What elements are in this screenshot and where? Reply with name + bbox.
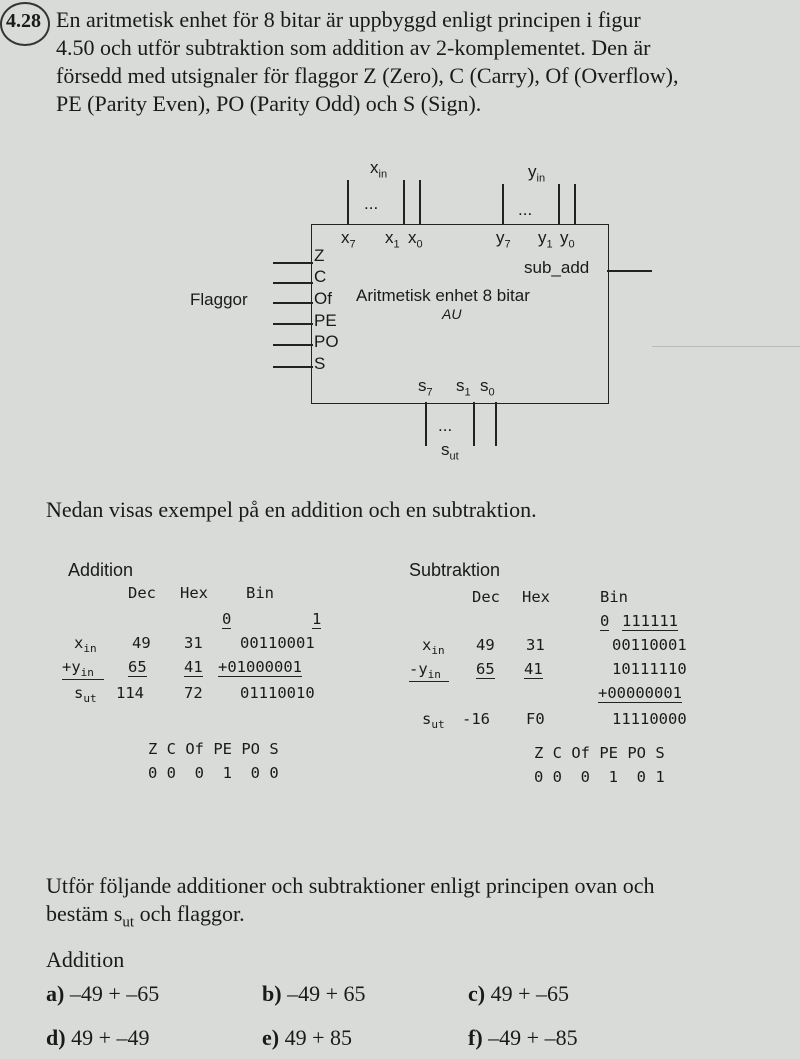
sub-x-dec: 49 [476,636,495,654]
au-title: Aritmetisk enhet 8 bitar [356,286,530,305]
sub-y-hex: 41 [524,660,543,679]
sub-s-hex: F0 [526,710,545,728]
sub-add-label: sub_add [524,258,590,277]
add-y-bin: +01000001 [218,658,302,677]
exercise-b: b) –49 + 65 [262,981,366,1006]
add-col-dec: Dec [128,584,156,602]
y-in-label: yin [528,162,546,185]
pin-s1: s1 [456,376,471,399]
sub-s-bin: 11110000 [612,710,687,728]
problem-line-2: 4.50 och utför subtraktion som addition … [56,35,651,60]
flag-s: S [314,354,326,373]
add-y-hex: 41 [184,658,203,677]
problem-number: 4.28 [6,10,41,32]
pin-s0: s0 [480,376,495,399]
sub-carry-0: 0 [600,612,610,631]
flag-c: C [314,267,327,286]
flag-z: Z [314,246,325,265]
s-dots: ... [438,416,453,435]
sub-x-bin: 00110001 [612,636,687,654]
exercise-d: d) 49 + –49 [46,1025,150,1050]
exercise-a: a) –49 + –65 [46,981,160,1006]
add-x-dec: 49 [132,634,151,652]
add-col-bin: Bin [246,584,274,602]
x-dots: ... [364,194,379,213]
flags-label: Flaggor [190,290,248,309]
add-y-label: +yin [62,658,104,681]
sub-bin-plus: +00000001 [598,684,682,703]
problem-number-circle [0,2,50,46]
au-diagram: xin ... yin ... x7 x1 x0 y7 y1 y0 sub_ad… [0,150,800,480]
sub-col-bin: Bin [600,588,628,606]
sub-y-bin: 10111110 [612,660,687,678]
add-s-dec: 114 [116,684,144,702]
add-carry-0: 0 [222,610,232,629]
add-s-hex: 72 [184,684,203,702]
sub-col-dec: Dec [472,588,500,606]
add-flag-values: 0 0 0 1 0 0 [148,764,279,782]
sub-x-label: xin [422,636,445,658]
problem-line-1: En aritmetisk enhet för 8 bitar är uppby… [56,7,641,32]
sub-y-dec: 65 [476,660,495,679]
exercise-e: e) 49 + 85 [262,1025,353,1050]
add-x-bin: 00110001 [240,634,315,652]
exercise-f: f) –49 + –85 [468,1025,578,1050]
flag-po: PO [314,332,339,351]
sub-col-hex: Hex [522,588,550,606]
add-x-label: xin [74,634,97,656]
add-carry-1: 1 [312,610,322,629]
sub-carry-row: 111111 [622,612,678,631]
s-ut-label: sut [441,440,459,463]
add-y-dec: 65 [128,658,147,677]
sub-flag-values: 0 0 0 1 0 1 [534,768,665,786]
flag-pe: PE [314,311,337,330]
flag-of: Of [314,289,332,308]
sub-y-label: -yin [409,660,449,683]
task-line-1: Utför följande additioner och subtraktio… [46,873,655,898]
y-dots: ... [518,200,533,219]
sub-flag-header: Z C Of PE PO S [534,744,665,762]
add-s-bin: 01110010 [240,684,315,702]
sub-s-label: sut [422,710,445,732]
add-flag-header: Z C Of PE PO S [148,740,279,758]
pin-y0: y0 [560,228,575,251]
sub-s-dec: -16 [462,710,490,728]
add-col-hex: Hex [180,584,208,602]
problem-line-4: PE (Parity Even), PO (Parity Odd) och S … [56,91,482,116]
sub-x-hex: 31 [526,636,545,654]
pin-x7: x7 [341,228,356,251]
subtraction-heading: Subtraktion [409,560,501,580]
pin-y1: y1 [538,228,553,251]
task-line-2: bestäm sut och flaggor. [46,901,245,931]
pin-s7: s7 [418,376,433,399]
addition-heading: Addition [68,560,134,580]
au-subtitle: AU [442,306,462,322]
exercise-c: c) 49 + –65 [468,981,570,1006]
au-block [311,224,609,404]
pin-x0: x0 [408,228,423,251]
add-s-label: sut [74,684,97,706]
pin-x1: x1 [385,228,400,251]
intro-text: Nedan visas exempel på en addition och e… [46,497,537,522]
add-x-hex: 31 [184,634,203,652]
pin-y7: y7 [496,228,511,251]
exercise-heading: Addition [46,947,125,972]
x-in-label: xin [370,158,388,181]
problem-line-3: försedd med utsignaler för flaggor Z (Ze… [56,63,679,88]
